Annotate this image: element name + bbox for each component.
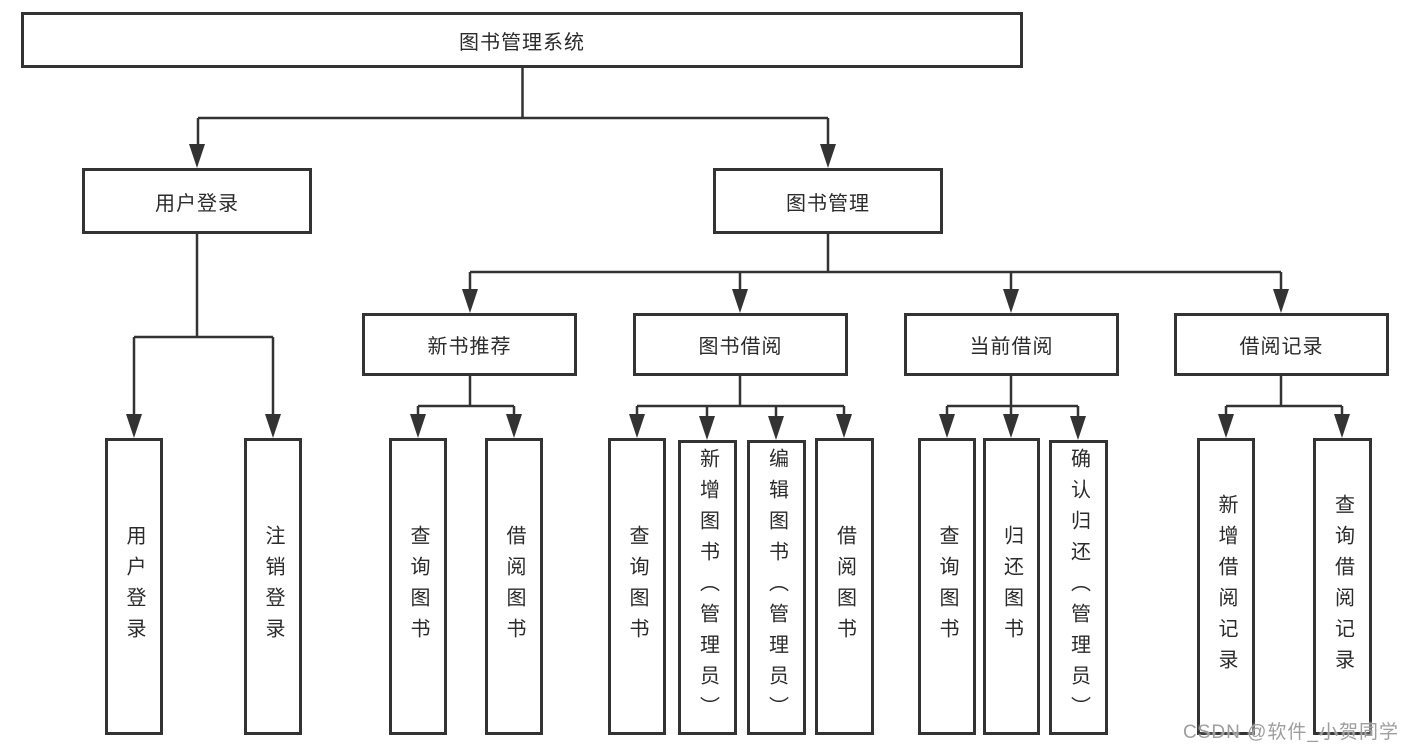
connector-root — [196, 68, 830, 150]
leaf-add-book-admin: 新增图书（管理员） — [678, 440, 737, 735]
arrowhead-icon — [126, 414, 142, 438]
arrowhead-icon — [189, 144, 205, 168]
connector-borrow-records — [1224, 375, 1344, 420]
leaf-query-books-3: 查询图书 — [918, 438, 976, 735]
arrowhead-icon — [768, 416, 784, 440]
node-new-book-recommend: 新书推荐 — [362, 313, 577, 376]
arrowhead-icon — [1273, 289, 1289, 313]
arrowhead-icon — [265, 414, 281, 438]
arrowhead-icon — [939, 414, 955, 438]
leaf-logout: 注销登录 — [244, 438, 302, 735]
arrowhead-icon — [1218, 414, 1234, 438]
leaf-return-book: 归还图书 — [983, 438, 1040, 735]
node-book-management: 图书管理 — [713, 168, 943, 234]
leaf-borrow-books-2: 借阅图书 — [815, 438, 874, 735]
arrowhead-icon — [410, 414, 426, 438]
node-current-borrow: 当前借阅 — [904, 313, 1119, 376]
arrowhead-icon — [462, 289, 478, 313]
leaf-query-books-1: 查询图书 — [389, 438, 447, 735]
watermark: CSDN @软件_小贺同学 — [1183, 722, 1399, 743]
leaf-user-login: 用户登录 — [105, 438, 163, 735]
arrowhead-icon — [836, 414, 852, 438]
arrowhead-icon — [699, 416, 715, 440]
arrowhead-icon — [1003, 289, 1019, 313]
arrowhead-icon — [820, 144, 836, 168]
connector-new-book-recommend — [416, 375, 516, 420]
connector-user-login — [132, 234, 275, 420]
leaf-edit-book-admin: 编辑图书（管理员） — [747, 440, 806, 735]
leaf-query-borrow-record: 查询借阅记录 — [1313, 438, 1372, 735]
arrowhead-icon — [732, 289, 748, 313]
arrowhead-icon — [1334, 414, 1350, 438]
arrowhead-icon — [506, 414, 522, 438]
leaf-add-borrow-record: 新增借阅记录 — [1197, 438, 1255, 735]
node-book-borrow: 图书借阅 — [633, 313, 848, 376]
leaf-confirm-return-admin: 确认归还（管理员） — [1049, 440, 1108, 735]
node-user-login: 用户登录 — [82, 168, 312, 234]
arrowhead-icon — [1003, 414, 1019, 438]
leaf-borrow-books-1: 借阅图书 — [485, 438, 543, 735]
leaf-query-books-2: 查询图书 — [608, 438, 666, 735]
arrowhead-icon — [1070, 416, 1086, 440]
node-borrow-records: 借阅记录 — [1174, 313, 1389, 376]
arrowhead-icon — [629, 414, 645, 438]
connector-book-management — [468, 234, 1283, 295]
node-root: 图书管理系统 — [21, 12, 1023, 68]
connector-current-borrow — [945, 375, 1080, 422]
connector-book-borrow — [635, 375, 846, 422]
